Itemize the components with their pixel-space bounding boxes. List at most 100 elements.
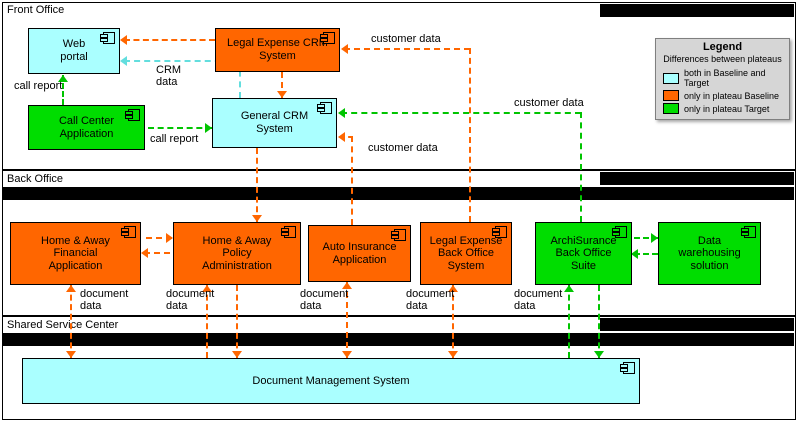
flow-arrowhead	[342, 351, 352, 358]
component-label: Legal Expense CRM System	[227, 37, 328, 62]
flow-line	[70, 285, 72, 358]
component-general-crm-system: General CRM System	[212, 98, 337, 148]
legend-swatch-both	[663, 72, 679, 84]
application-component-icon	[317, 102, 332, 114]
component-label: Legal Expense Back Office System	[429, 234, 503, 272]
component-label: ArchiSurance Back Office Suite	[550, 234, 617, 272]
application-component-icon	[391, 229, 406, 241]
flow-line	[281, 72, 283, 98]
legend-swatch-baseline	[663, 90, 679, 101]
flow-label-crm-data: CRM data	[156, 64, 182, 89]
lane-divider-bar	[600, 172, 794, 185]
flow-line	[598, 285, 600, 358]
lane-label-shared-service-center: Shared Service Center	[7, 319, 119, 331]
flow-arrowhead	[252, 215, 262, 222]
legend-item-label: only in plateau Baseline	[684, 90, 780, 101]
flow-label-customer-data: customer data	[514, 97, 584, 109]
flow-arrowhead	[202, 285, 212, 292]
flow-arrowhead	[277, 91, 287, 98]
legend-item-label: both in Baseline and Target	[684, 68, 766, 88]
flow-arrowhead	[448, 351, 458, 358]
legend-swatch-target	[663, 103, 679, 114]
lane-label-front-office: Front Office	[7, 4, 65, 16]
component-label: General CRM System	[240, 110, 309, 135]
flow-line	[124, 39, 215, 41]
flow-line	[124, 60, 241, 62]
flow-arrowhead	[66, 351, 76, 358]
flow-line	[580, 112, 582, 222]
flow-label-document-data: document data	[80, 288, 129, 313]
flow-line	[206, 285, 208, 358]
lane-divider-bar	[600, 4, 794, 17]
flow-line	[236, 285, 238, 358]
flow-arrowhead	[166, 233, 173, 243]
flow-line	[452, 285, 454, 358]
flow-line	[62, 75, 64, 105]
flow-line	[634, 237, 658, 239]
component-label: Home & Away Financial Application	[41, 234, 110, 272]
flow-line	[346, 282, 348, 358]
flow-line	[568, 285, 570, 358]
flow-arrowhead	[66, 285, 76, 292]
flow-arrowhead	[141, 248, 148, 258]
flow-label-customer-data: customer data	[371, 33, 441, 45]
flow-label-call-report: call report	[150, 133, 199, 145]
flow-arrowhead	[342, 282, 352, 289]
legend-title: Legend	[702, 41, 743, 53]
application-component-icon	[281, 226, 296, 238]
lane-divider-bar	[3, 333, 794, 346]
component-legal-expense-back-office-system: Legal Expense Back Office System	[420, 222, 512, 285]
flow-line	[340, 136, 353, 138]
component-label: Call Center Application	[58, 114, 115, 140]
flow-label-document-data: document data	[166, 288, 215, 313]
component-label: Auto Insurance Application	[322, 240, 397, 266]
flow-line	[634, 253, 658, 255]
flow-line	[469, 48, 471, 222]
component-legal-expense-crm-system: Legal Expense CRM System	[215, 28, 340, 72]
legend-item-label: only in plateau Target	[684, 103, 770, 114]
flow-label-document-data: document data	[514, 288, 563, 313]
flow-arrowhead	[631, 249, 638, 259]
flow-arrowhead	[651, 233, 658, 243]
flow-arrowhead	[205, 123, 212, 133]
legend-item-both: both in Baseline and Target	[656, 67, 789, 89]
flow-line	[344, 48, 470, 50]
application-component-icon	[320, 32, 335, 44]
flow-line	[148, 127, 212, 129]
component-call-center-application: Call Center Application	[28, 105, 145, 150]
flow-line	[256, 148, 258, 222]
application-component-icon	[620, 362, 635, 374]
component-archisurance-back-office-suite: ArchiSurance Back Office Suite	[535, 222, 632, 285]
application-component-icon	[492, 226, 507, 238]
flow-arrowhead	[594, 351, 604, 358]
application-component-icon	[121, 226, 136, 238]
flow-arrowhead	[564, 285, 574, 292]
flow-line	[146, 237, 172, 239]
flow-line	[239, 60, 241, 98]
component-label: Home & Away Policy Administration	[202, 234, 272, 272]
application-component-icon	[100, 32, 115, 44]
component-home-away-financial-application: Home & Away Financial Application	[10, 222, 141, 285]
component-auto-insurance-application: Auto Insurance Application	[308, 225, 411, 282]
component-document-management-system: Document Management System	[22, 358, 640, 404]
application-component-icon	[741, 226, 756, 238]
flow-arrowhead	[338, 132, 345, 142]
flow-arrowhead	[341, 44, 348, 54]
flow-arrowhead	[338, 108, 345, 118]
lane-divider-bar	[600, 318, 794, 331]
flow-label-document-data: document data	[300, 288, 349, 313]
flow-arrowhead	[58, 75, 68, 82]
lane-label-back-office: Back Office	[7, 173, 64, 185]
application-component-icon	[612, 226, 627, 238]
component-data-warehousing-solution: Data warehousing solution	[658, 222, 761, 285]
flow-arrowhead	[232, 351, 242, 358]
legend-item-target: only in plateau Target	[656, 102, 789, 115]
flow-arrowhead	[448, 285, 458, 292]
application-component-icon	[125, 109, 140, 121]
legend-item-baseline: only in plateau Baseline	[656, 89, 789, 102]
lane-divider-bar	[3, 187, 794, 200]
component-label: Data warehousing solution	[678, 234, 741, 272]
flow-label-document-data: document data	[406, 288, 455, 313]
flow-label-customer-data: customer data	[368, 142, 438, 154]
